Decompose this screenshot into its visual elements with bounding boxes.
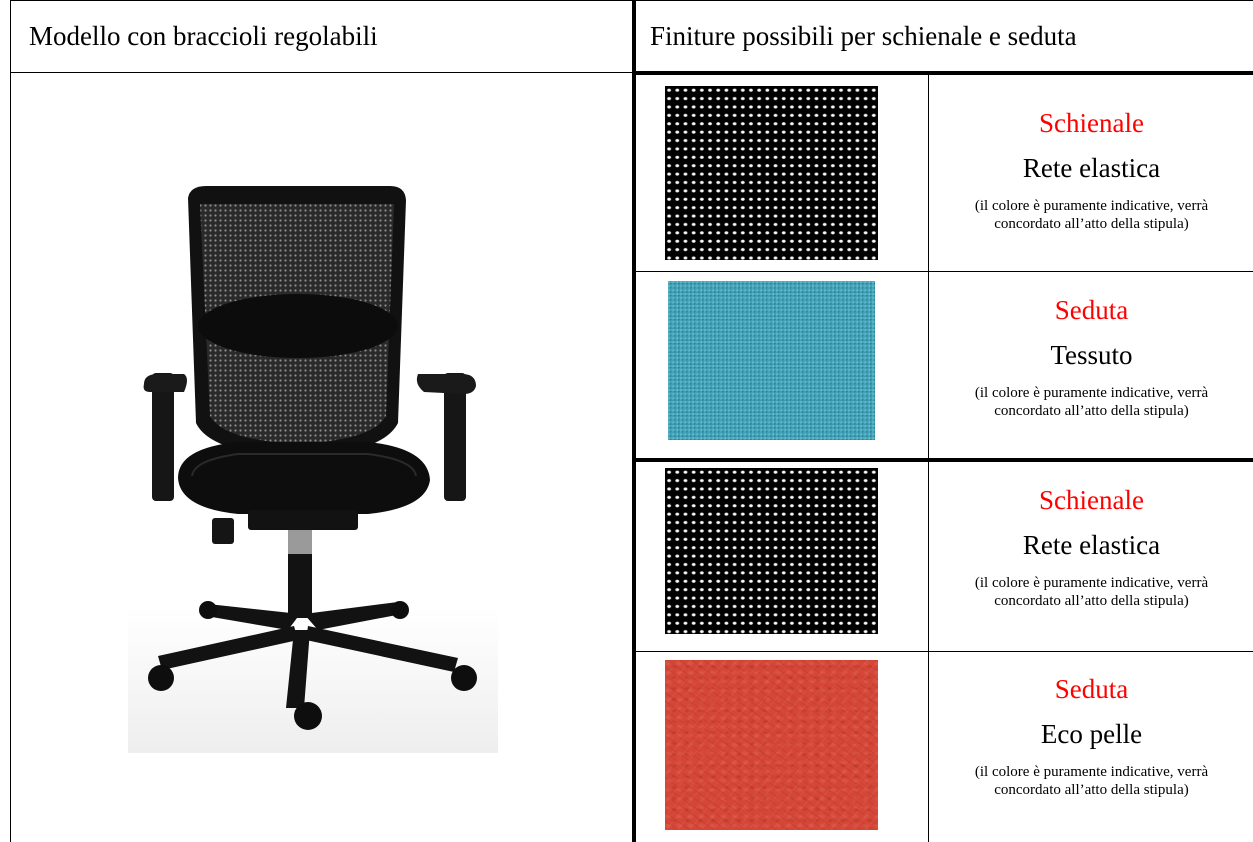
- finish-note-line: (il colore è puramente indicative, verrà: [974, 764, 1209, 780]
- row-divider-3: [636, 651, 1253, 652]
- header-divider-thick: [633, 71, 1253, 75]
- finish-note-line: (il colore è puramente indicative, verrà: [974, 385, 1209, 401]
- finish-description: Schienale Rete elastica (il colore è pur…: [930, 110, 1253, 233]
- row-divider-2-thick: [636, 458, 1253, 462]
- finish-part-label: Schienale: [1039, 485, 1144, 515]
- black-mesh-swatch: [665, 468, 878, 634]
- finish-note-line: (il colore è puramente indicative, verrà: [974, 198, 1209, 214]
- finish-note-line: (il colore è puramente indicative, verrà: [974, 575, 1209, 591]
- black-mesh-swatch: [665, 86, 878, 260]
- office-chair-illustration: [128, 186, 498, 753]
- finish-part-label: Seduta: [1054, 295, 1129, 325]
- header-model: Modello con braccioli regolabili: [29, 20, 378, 51]
- finish-part-label: Schienale: [1039, 108, 1144, 138]
- finish-material-label: Rete elastica: [1022, 153, 1161, 183]
- finish-note: (il colore è puramente indicative, verrà…: [930, 384, 1253, 420]
- finish-description: Seduta Eco pelle (il colore è puramente …: [930, 676, 1253, 799]
- finish-note-line: concordato all’atto della stipula): [994, 782, 1189, 798]
- column-divider: [632, 0, 636, 842]
- header-finishes: Finiture possibili per schienale e sedut…: [650, 20, 1077, 51]
- finish-note-line: concordato all’atto della stipula): [994, 403, 1189, 419]
- finish-note-line: concordato all’atto della stipula): [994, 593, 1189, 609]
- finish-material-label: Eco pelle: [1040, 719, 1143, 749]
- row-divider-1: [636, 271, 1253, 272]
- table-border-top: [10, 0, 1253, 1]
- finish-part-label: Seduta: [1054, 674, 1129, 704]
- finish-note-line: concordato all’atto della stipula): [994, 216, 1189, 232]
- office-chair-image: [128, 178, 498, 753]
- finish-note: (il colore è puramente indicative, verrà…: [930, 197, 1253, 233]
- finish-description: Schienale Rete elastica (il colore è pur…: [930, 487, 1253, 610]
- red-leather-swatch: [665, 660, 878, 830]
- finish-material-label: Rete elastica: [1022, 530, 1161, 560]
- header-divider: [10, 72, 633, 73]
- blue-fabric-swatch: [668, 281, 875, 440]
- finish-description: Seduta Tessuto (il colore è puramente in…: [930, 297, 1253, 420]
- finish-note: (il colore è puramente indicative, verrà…: [930, 574, 1253, 610]
- table-border-left: [10, 0, 11, 842]
- finish-material-label: Tessuto: [1050, 340, 1133, 370]
- finish-note: (il colore è puramente indicative, verrà…: [930, 763, 1253, 799]
